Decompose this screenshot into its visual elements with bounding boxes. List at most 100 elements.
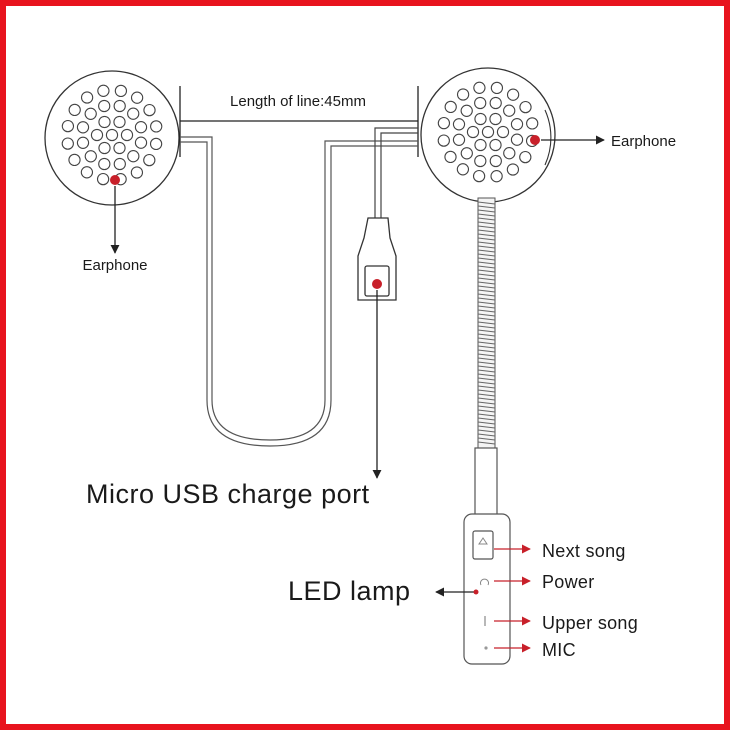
speaker-hole <box>489 138 502 152</box>
speaker-hole <box>490 170 503 183</box>
gooseneck-ring <box>477 361 496 365</box>
speaker-hole <box>452 118 466 131</box>
speaker-hole <box>456 88 470 101</box>
next-song-label: Next song <box>542 541 626 561</box>
gooseneck-ring <box>477 281 496 285</box>
left-earphone <box>44 70 180 206</box>
speaker-hole <box>526 117 539 130</box>
led-lamp-label: LED lamp <box>288 576 411 606</box>
gooseneck-ring <box>477 241 496 245</box>
speaker-hole <box>80 91 94 104</box>
mic-boom <box>463 447 511 665</box>
gooseneck-ring <box>477 341 496 345</box>
speaker-hole <box>68 153 81 167</box>
speaker-hole <box>90 128 104 142</box>
left-earphone-marker <box>110 175 120 185</box>
gooseneck-ring <box>477 265 496 269</box>
speaker-hole <box>506 163 520 176</box>
speaker-hole <box>150 120 163 133</box>
speaker-hole <box>474 138 487 152</box>
gooseneck-ring <box>477 209 496 213</box>
speaker-hole <box>474 112 487 126</box>
speaker-hole <box>114 84 128 98</box>
gooseneck-ring <box>477 329 496 333</box>
gooseneck-ring <box>477 409 496 413</box>
speaker-hole <box>503 147 516 160</box>
speaker-hole <box>444 100 457 114</box>
speaker-hole <box>130 91 144 104</box>
gooseneck-ring <box>477 225 496 229</box>
gooseneck-ring <box>477 337 496 341</box>
gooseneck-ring <box>477 373 496 377</box>
gooseneck-ring <box>477 381 496 385</box>
gooseneck-ring <box>477 253 496 257</box>
gooseneck-ring <box>477 441 496 445</box>
gooseneck-ring <box>477 245 496 249</box>
speaker-hole <box>97 84 110 97</box>
gooseneck-ring <box>477 205 496 209</box>
gooseneck-ring <box>477 285 496 289</box>
speaker-hole <box>113 99 126 113</box>
gooseneck <box>477 197 496 449</box>
gooseneck-ring <box>477 365 496 369</box>
gooseneck-ring <box>477 385 496 389</box>
gooseneck-ring <box>477 353 496 357</box>
gooseneck-ring <box>477 301 496 305</box>
gooseneck-ring <box>477 429 496 433</box>
speaker-hole <box>98 99 111 113</box>
length-dimension <box>179 86 419 157</box>
usb-port-marker <box>372 279 382 289</box>
gooseneck-ring <box>477 277 496 281</box>
right-earphone-label: Earphone <box>611 133 676 150</box>
connecting-cable <box>180 136 418 441</box>
speaker-hole <box>143 153 156 167</box>
speaker-hole <box>510 133 524 146</box>
speaker-hole <box>120 128 134 142</box>
speaker-hole <box>489 112 502 126</box>
speaker-hole <box>460 104 473 117</box>
gooseneck-ring <box>477 321 496 325</box>
speaker-hole <box>84 150 97 163</box>
speaker-hole <box>127 107 140 120</box>
gooseneck-ring <box>477 237 496 241</box>
right-earphone <box>420 67 556 203</box>
speaker-hole <box>460 147 473 160</box>
speaker-hole <box>456 163 470 176</box>
speaker-hole <box>489 154 502 168</box>
usb-port-label: Micro USB charge port <box>86 479 370 509</box>
gooseneck-ring <box>477 333 496 337</box>
gooseneck-ring <box>477 317 496 321</box>
gooseneck-ring <box>477 425 496 429</box>
speaker-hole <box>61 137 74 150</box>
speaker-hole <box>510 118 524 131</box>
speaker-hole <box>80 166 94 179</box>
speaker-hole <box>437 134 450 147</box>
gooseneck-ring <box>477 313 496 317</box>
gooseneck-ring <box>477 377 496 381</box>
gooseneck-ring <box>477 217 496 221</box>
speaker-hole <box>481 125 495 139</box>
right-earphone-marker <box>530 135 540 145</box>
gooseneck-ring <box>477 261 496 265</box>
gooseneck-ring <box>477 369 496 373</box>
speaker-hole <box>105 128 119 142</box>
left-earphone-holes <box>61 84 163 186</box>
gooseneck-ring <box>477 437 496 441</box>
gooseneck-ring <box>477 305 496 309</box>
gooseneck-ring <box>477 325 496 329</box>
speaker-hole <box>149 137 163 151</box>
gooseneck-ring <box>477 405 496 409</box>
speaker-hole <box>84 107 97 120</box>
gooseneck-ring <box>477 201 496 205</box>
speaker-hole <box>506 88 520 101</box>
gooseneck-ring <box>477 357 496 361</box>
next-song-button-icon <box>478 537 488 545</box>
speaker-hole <box>130 166 144 179</box>
speaker-hole <box>472 169 486 183</box>
left-earphone-label: Earphone <box>82 257 147 274</box>
speaker-hole <box>437 116 451 130</box>
speaker-hole <box>68 103 81 117</box>
gooseneck-ring <box>477 421 496 425</box>
gooseneck-ring <box>477 233 496 237</box>
speaker-hole <box>503 104 516 117</box>
